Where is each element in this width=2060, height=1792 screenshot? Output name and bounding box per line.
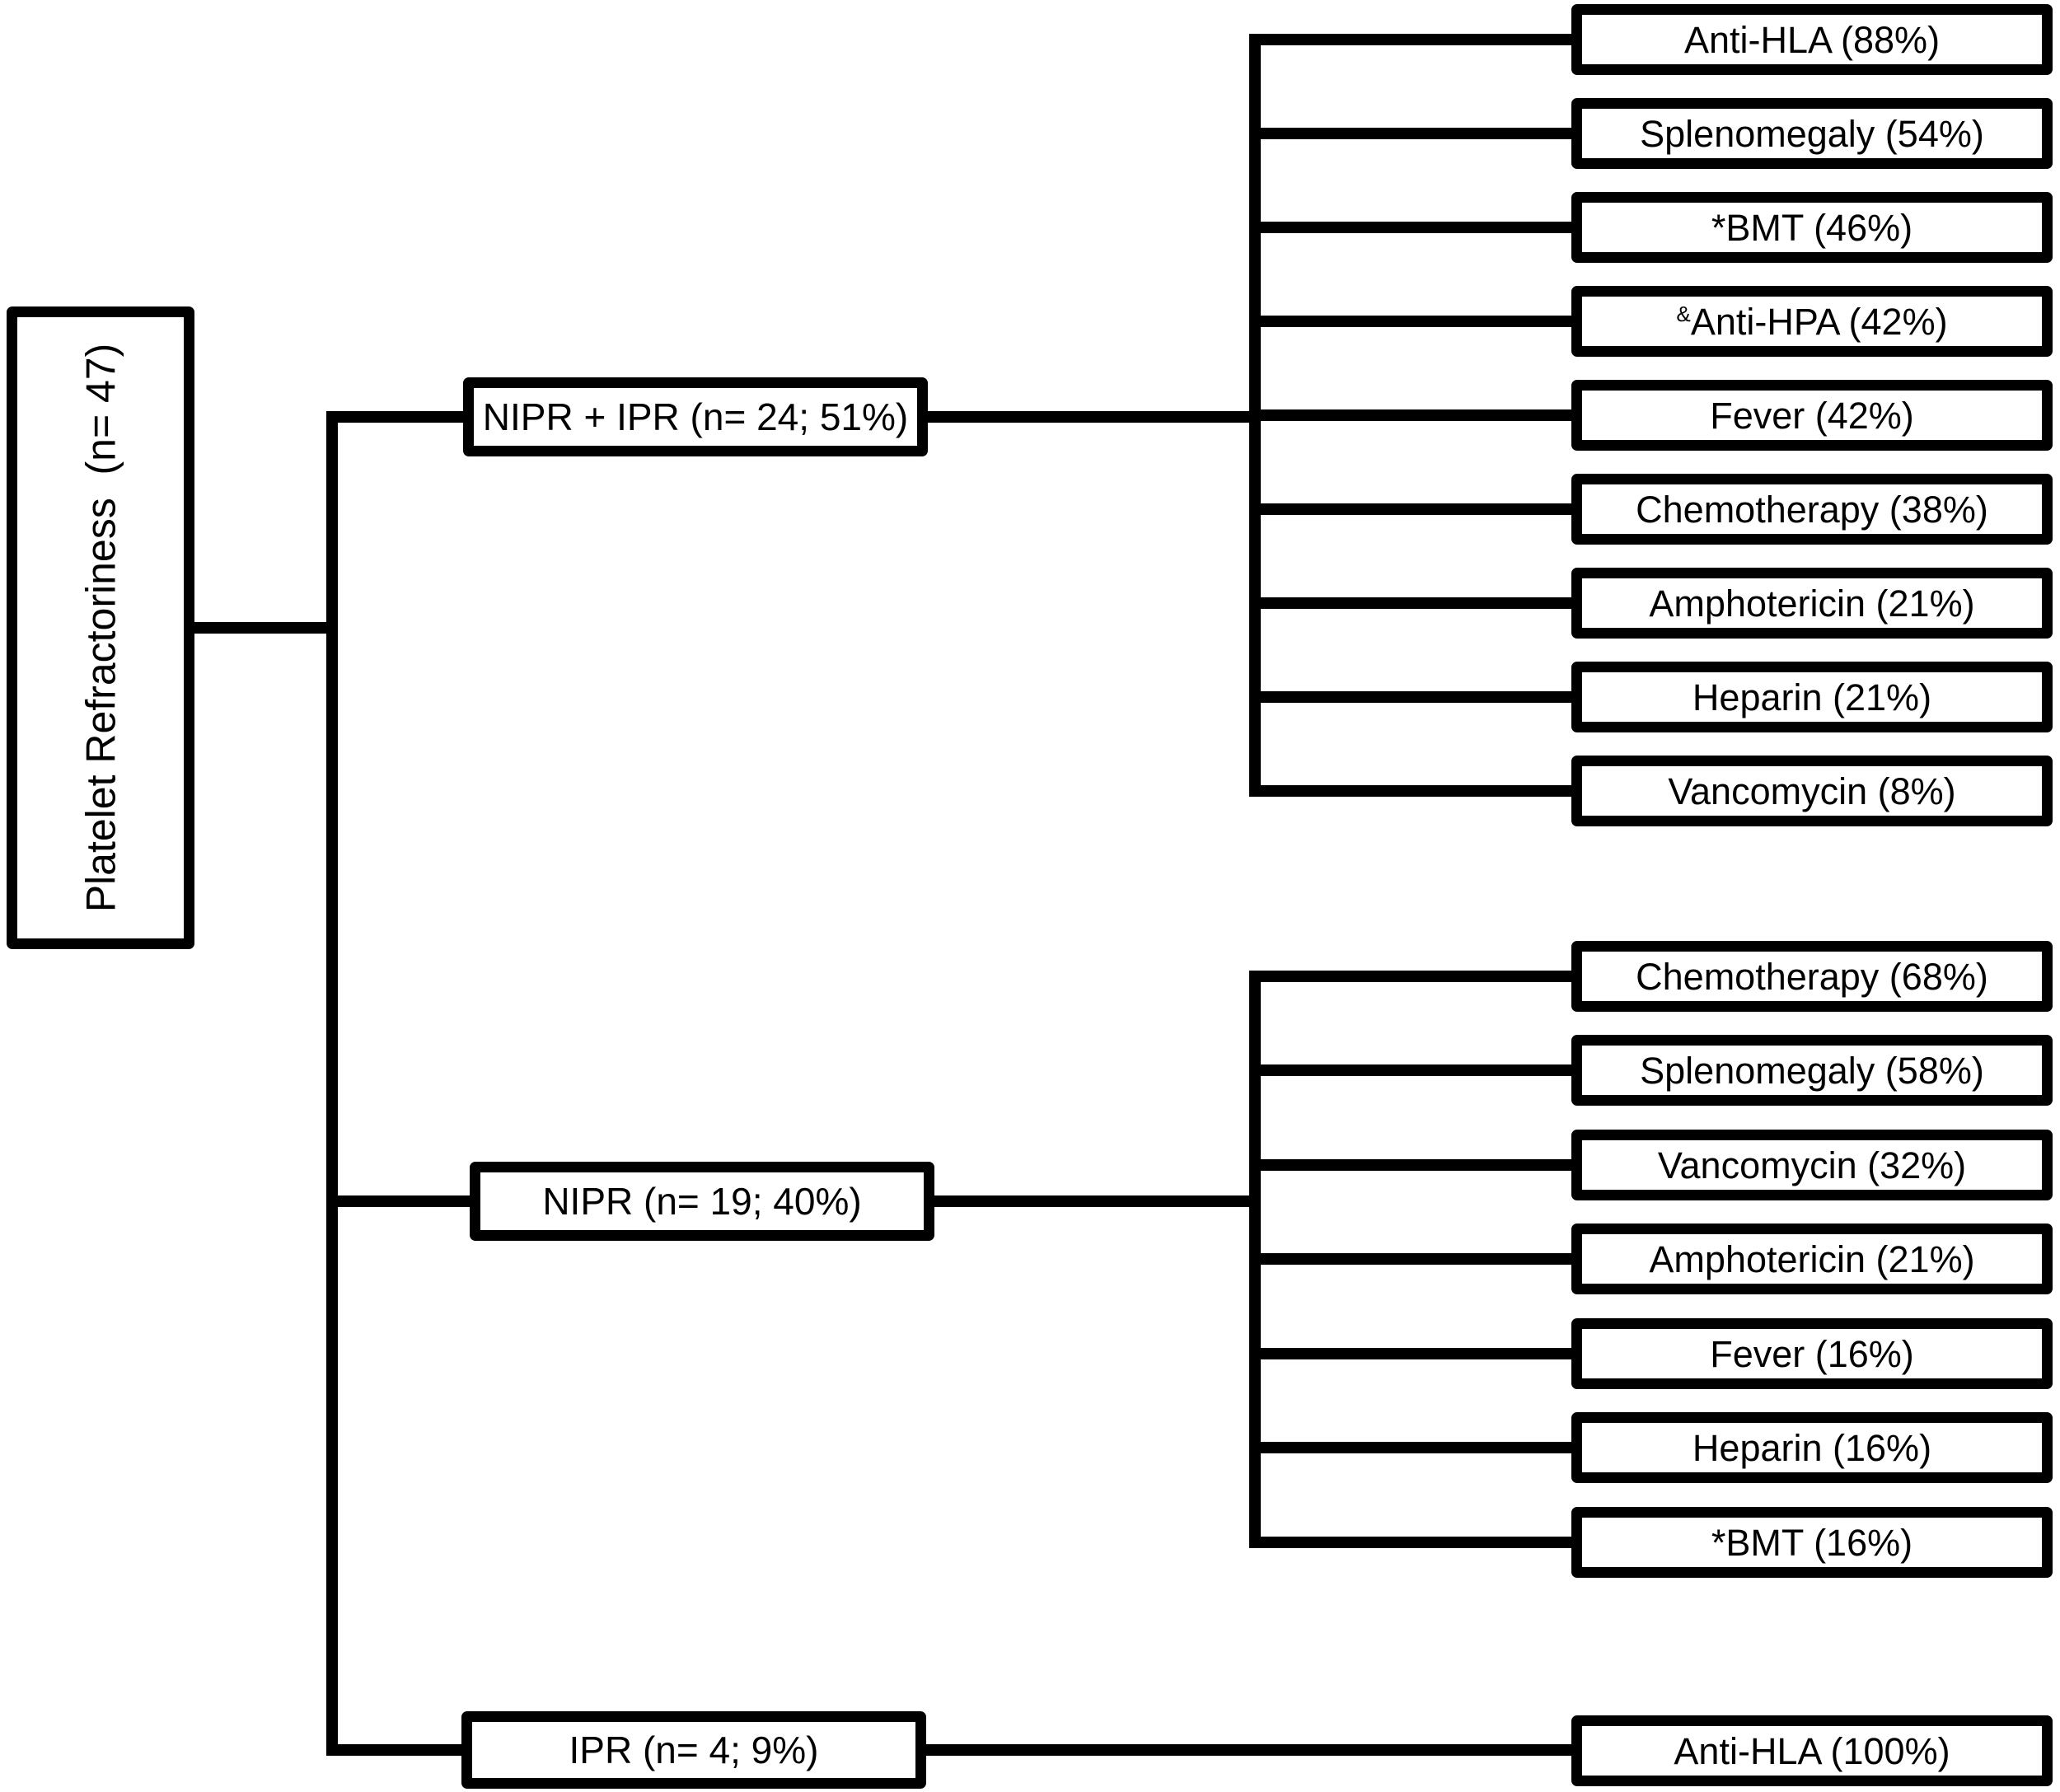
leaf-label: Splenomegaly (54%) <box>1640 112 1984 155</box>
leaf-connector-line <box>1249 1348 1571 1359</box>
leaf-connector-line <box>1249 34 1571 45</box>
leaf-vancomycin-32: Vancomycin (32%) <box>1571 1130 2053 1200</box>
leaf-amphotericin-21b: Amphotericin (21%) <box>1571 1224 2053 1294</box>
leaf-label: Chemotherapy (68%) <box>1636 955 1988 998</box>
root-label: Platelet Refractoriness (n= 47) <box>77 343 124 913</box>
leaf-connector-line <box>1249 1537 1571 1548</box>
branch2-connector-right <box>934 1195 1249 1207</box>
leaf-anti-hla-88: Anti-HLA (88%) <box>1571 4 2053 75</box>
leaf-label: Vancomycin (32%) <box>1657 1144 1967 1186</box>
leaf-vancomycin-8: Vancomycin (8%) <box>1571 756 2053 826</box>
branch2-connector-left <box>338 1195 470 1207</box>
leaf-chemotherapy-38: Chemotherapy (38%) <box>1571 474 2053 545</box>
leaf-label: Splenomegaly (58%) <box>1640 1049 1984 1092</box>
leaf-connector-line <box>1249 597 1571 609</box>
leaf-label: Fever (42%) <box>1710 394 1914 437</box>
branch-label: NIPR (n= 19; 40%) <box>542 1180 862 1223</box>
leaf-splenomegaly-58: Splenomegaly (58%) <box>1571 1035 2053 1106</box>
leaf-label: Heparin (21%) <box>1692 676 1932 718</box>
branch3-connector-right <box>926 1744 1571 1756</box>
branch3-connector-left <box>338 1744 461 1756</box>
leaf-heparin-16: Heparin (16%) <box>1571 1412 2053 1483</box>
leaf-connector-line <box>1249 409 1571 421</box>
leaf-label: Anti-HLA (100%) <box>1674 1729 1950 1772</box>
node-ipr: IPR (n= 4; 9%) <box>461 1711 926 1789</box>
leaf-connector-line <box>1249 1253 1571 1265</box>
leaf-label: Amphotericin (21%) <box>1649 582 1975 625</box>
root-connector-line <box>194 622 338 634</box>
leaf-splenomegaly-54: Splenomegaly (54%) <box>1571 98 2053 169</box>
leaf-fever-16: Fever (16%) <box>1571 1318 2053 1389</box>
leaf-connector-line <box>1249 222 1571 233</box>
node-platelet-refractoriness: Platelet Refractoriness (n= 47) <box>7 306 194 949</box>
leaf-chemotherapy-68: Chemotherapy (68%) <box>1571 941 2053 1012</box>
leaf-connector-line <box>1249 128 1571 139</box>
branch-label: NIPR + IPR (n= 24; 51%) <box>482 395 909 438</box>
leaf-label: *BMT (46%) <box>1711 206 1913 249</box>
leaf-fever-42: Fever (42%) <box>1571 380 2053 451</box>
leaf-label: &Anti-HPA (42%) <box>1676 300 1948 343</box>
leaf-connector-line <box>1249 1159 1571 1171</box>
branch1-connector-left <box>338 411 463 423</box>
node-nipr-ipr: NIPR + IPR (n= 24; 51%) <box>463 377 928 456</box>
leaf-anti-hpa-42: &Anti-HPA (42%) <box>1571 286 2053 357</box>
leaf-bmt-16: *BMT (16%) <box>1571 1507 2053 1578</box>
leaf-amphotericin-21: Amphotericin (21%) <box>1571 568 2053 639</box>
leaf-label: Vancomycin (8%) <box>1668 770 1956 812</box>
leaf-connector-line <box>1249 1064 1571 1076</box>
leaf-connector-line <box>1249 503 1571 515</box>
leaf-connector-line <box>1249 785 1571 797</box>
branch1-connector-right <box>928 411 1249 423</box>
leaf-label: *BMT (16%) <box>1711 1521 1913 1564</box>
leaf-connector-line <box>1249 691 1571 703</box>
leaf-connector-line <box>1249 1442 1571 1453</box>
leaf-label: Anti-HLA (88%) <box>1683 18 1941 61</box>
leaf-label: Heparin (16%) <box>1692 1426 1932 1469</box>
trunk-line <box>326 411 338 1756</box>
branch-label: IPR (n= 4; 9%) <box>569 1729 819 1771</box>
leaf-connector-line <box>1249 316 1571 327</box>
leaf-connector-line <box>1249 971 1571 982</box>
leaf-anti-hla-100: Anti-HLA (100%) <box>1571 1715 2053 1786</box>
leaf-label: Fever (16%) <box>1710 1332 1914 1375</box>
leaf-bmt-46: *BMT (46%) <box>1571 192 2053 263</box>
leaf-label: Amphotericin (21%) <box>1649 1238 1975 1280</box>
leaf-label: Chemotherapy (38%) <box>1636 488 1988 531</box>
leaf-heparin-21: Heparin (21%) <box>1571 662 2053 732</box>
node-nipr: NIPR (n= 19; 40%) <box>470 1162 934 1241</box>
